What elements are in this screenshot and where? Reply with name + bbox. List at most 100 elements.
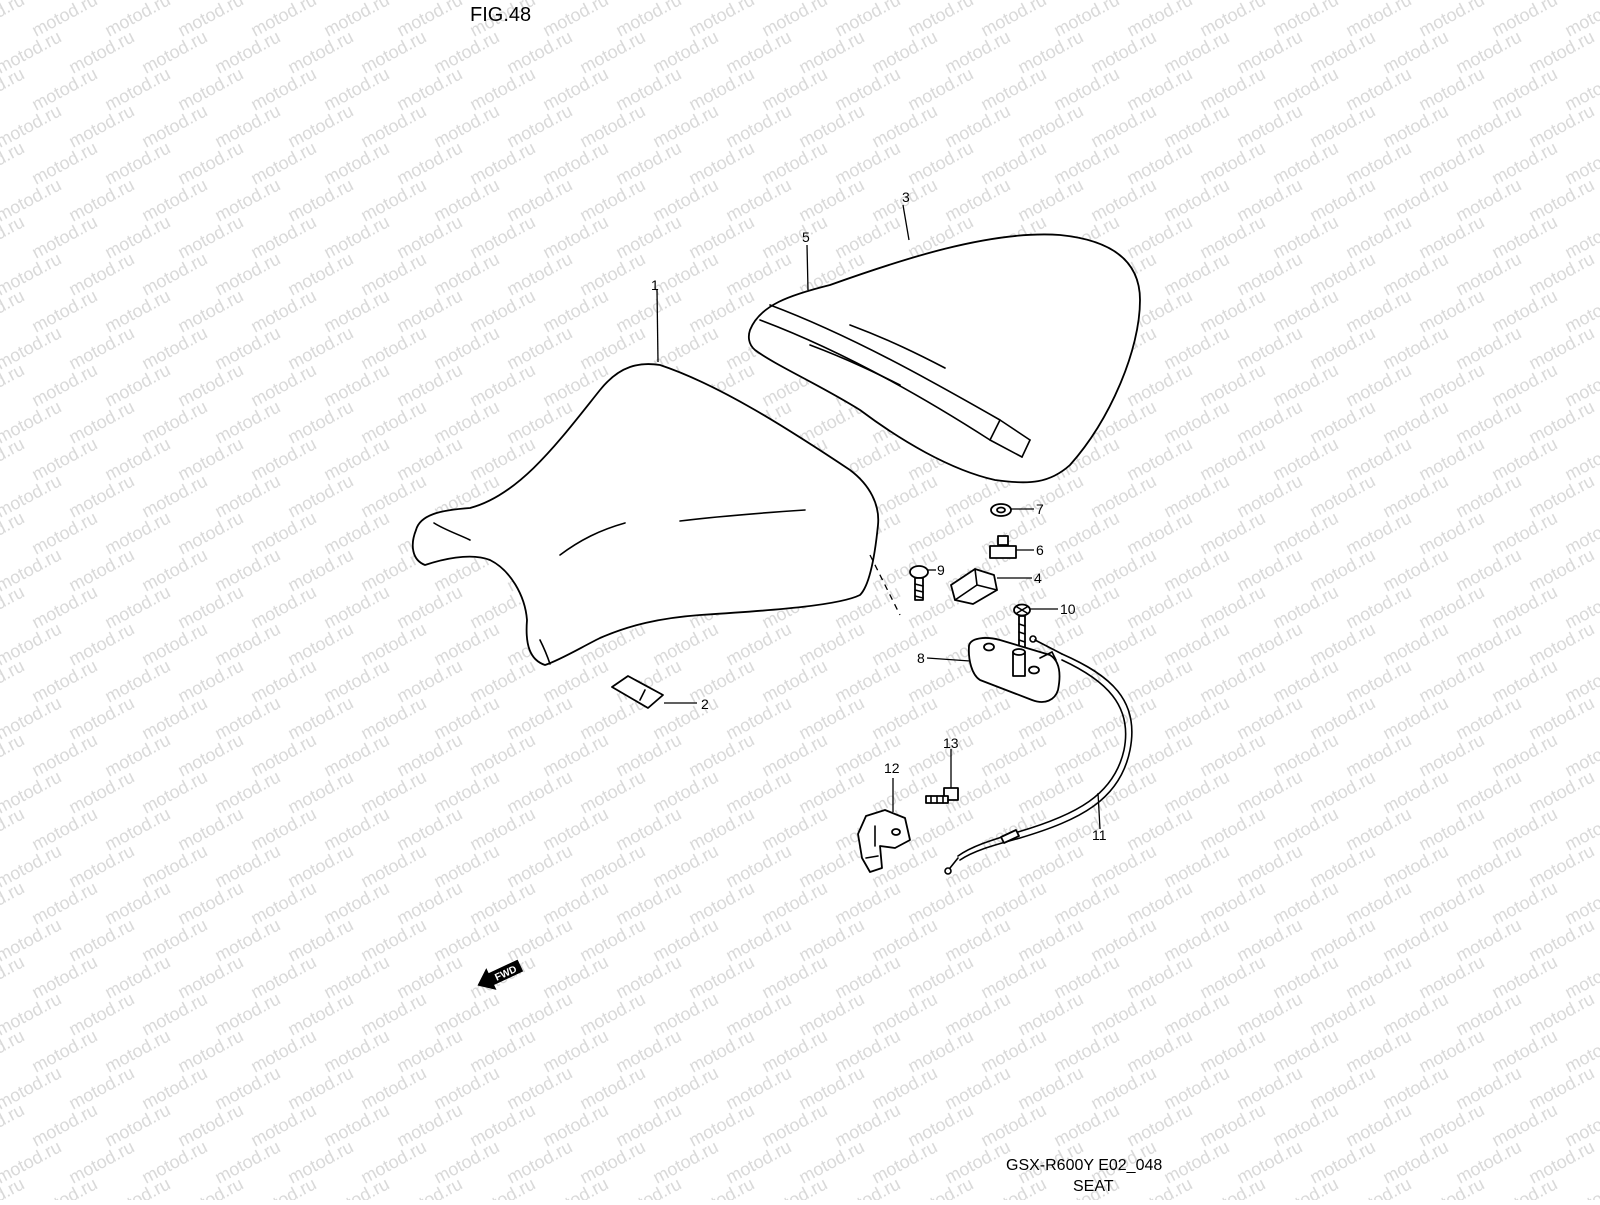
watermark-text: motod.ru: [211, 101, 283, 152]
watermark-text: motod.ru: [320, 1100, 392, 1151]
watermark-text: motod.ru: [1196, 1174, 1268, 1200]
part-seat-pad[interactable]: [611, 675, 664, 709]
watermark-text: motod.ru: [1379, 545, 1451, 596]
callout-10[interactable]: 10: [1060, 601, 1076, 617]
watermark-text: motod.ru: [1269, 730, 1341, 781]
watermark-text: motod.ru: [539, 212, 611, 263]
watermark-text: motod.ru: [1269, 1174, 1341, 1200]
part-bolt-6[interactable]: [989, 535, 1017, 559]
watermark-text: motod.ru: [247, 656, 319, 707]
callout-11[interactable]: 11: [1092, 827, 1107, 843]
watermark-text: motod.ru: [138, 101, 210, 152]
watermark-text: motod.ru: [722, 767, 794, 818]
part-cushion[interactable]: [950, 568, 998, 605]
watermark-text: motod.ru: [284, 693, 356, 744]
watermark-text: motod.ru: [174, 582, 246, 633]
callout-2[interactable]: 2: [701, 696, 709, 712]
watermark-text: motod.ru: [101, 360, 173, 411]
watermark-text: motod.ru: [211, 27, 283, 78]
part-pillion-seat-cowl[interactable]: [747, 233, 1141, 484]
watermark-text: motod.ru: [1233, 545, 1305, 596]
watermark-text: motod.ru: [1488, 508, 1560, 559]
watermark-text: motod.ru: [138, 175, 210, 226]
watermark-text: motod.ru: [503, 249, 575, 300]
part-rider-seat[interactable]: [411, 363, 880, 666]
watermark-text: motod.ru: [320, 212, 392, 263]
watermark-text: motod.ru: [247, 878, 319, 929]
watermark-text: motod.ru: [320, 286, 392, 337]
watermark-text: motod.ru: [393, 360, 465, 411]
callout-12[interactable]: 12: [884, 760, 900, 776]
watermark-text: motod.ru: [357, 693, 429, 744]
watermark-text: motod.ru: [1087, 101, 1159, 152]
part-washer[interactable]: [990, 503, 1012, 517]
watermark-text: motod.ru: [393, 730, 465, 781]
watermark-text: motod.ru: [722, 175, 794, 226]
callout-9[interactable]: 9: [937, 562, 945, 578]
watermark-text: motod.ru: [1452, 175, 1524, 226]
watermark-text: motod.ru: [0, 508, 28, 559]
watermark-text: motod.ru: [722, 989, 794, 1040]
watermark-text: motod.ru: [868, 27, 940, 78]
watermark-text: motod.ru: [1160, 323, 1232, 374]
watermark-text: motod.ru: [1160, 767, 1232, 818]
watermark-text: motod.ru: [65, 27, 137, 78]
watermark-text: motod.ru: [138, 693, 210, 744]
part-lock-catch[interactable]: [857, 809, 911, 873]
watermark-text: motod.ru: [1196, 138, 1268, 189]
watermark-text: motod.ru: [1488, 804, 1560, 855]
watermark-text: motod.ru: [539, 730, 611, 781]
watermark-text: motod.ru: [576, 767, 648, 818]
watermark-text: motod.ru: [539, 878, 611, 929]
watermark-text: motod.ru: [1379, 693, 1451, 744]
watermark-text: motod.ru: [320, 878, 392, 929]
watermark-text: motod.ru: [247, 804, 319, 855]
watermark-text: motod.ru: [1379, 101, 1451, 152]
watermark-text: motod.ru: [868, 767, 940, 818]
watermark-text: motod.ru: [357, 397, 429, 448]
watermark-text: motod.ru: [1269, 360, 1341, 411]
watermark-text: motod.ru: [320, 952, 392, 1003]
callout-7[interactable]: 7: [1036, 501, 1044, 517]
callout-4[interactable]: 4: [1034, 570, 1042, 586]
watermark-text: motod.ru: [1123, 1174, 1195, 1200]
watermark-text: motod.ru: [28, 286, 100, 337]
watermark-text: motod.ru: [1379, 1063, 1451, 1114]
watermark-text: motod.ru: [612, 1100, 684, 1151]
part-lock-bracket[interactable]: [967, 637, 1061, 703]
watermark-text: motod.ru: [576, 249, 648, 300]
watermark-text: motod.ru: [1342, 360, 1414, 411]
watermark-text: motod.ru: [247, 1100, 319, 1151]
watermark-text: motod.ru: [1561, 1174, 1600, 1200]
watermark-text: motod.ru: [28, 360, 100, 411]
watermark-text: motod.ru: [941, 989, 1013, 1040]
watermark-text: motod.ru: [247, 434, 319, 485]
watermark-text: motod.ru: [1196, 730, 1268, 781]
watermark-text: motod.ru: [28, 1100, 100, 1151]
watermark-text: motod.ru: [138, 989, 210, 1040]
callout-5[interactable]: 5: [802, 229, 810, 245]
part-release-cable[interactable]: [944, 635, 1133, 875]
callout-3[interactable]: 3: [902, 189, 910, 205]
watermark-text: motod.ru: [1269, 64, 1341, 115]
watermark-text: motod.ru: [1160, 175, 1232, 226]
watermark-text: motod.ru: [685, 730, 757, 781]
watermark-text: motod.ru: [1525, 545, 1597, 596]
watermark-text: motod.ru: [28, 952, 100, 1003]
watermark-text: motod.ru: [649, 1063, 721, 1114]
part-screw-10[interactable]: [1013, 603, 1031, 649]
watermark-text: motod.ru: [1379, 175, 1451, 226]
part-screw-9[interactable]: [909, 565, 929, 601]
callout-6[interactable]: 6: [1036, 542, 1044, 558]
part-bolt-13[interactable]: [925, 787, 959, 804]
watermark-text: motod.ru: [138, 767, 210, 818]
watermark-text: motod.ru: [1160, 545, 1232, 596]
watermark-text: motod.ru: [247, 212, 319, 263]
watermark-text: motod.ru: [0, 1026, 28, 1077]
watermark-text: motod.ru: [1452, 1137, 1524, 1188]
callout-8[interactable]: 8: [917, 650, 925, 666]
callout-13[interactable]: 13: [943, 735, 959, 751]
watermark-text: motod.ru: [1342, 952, 1414, 1003]
watermark-text: motod.ru: [831, 878, 903, 929]
callout-1[interactable]: 1: [651, 277, 659, 293]
